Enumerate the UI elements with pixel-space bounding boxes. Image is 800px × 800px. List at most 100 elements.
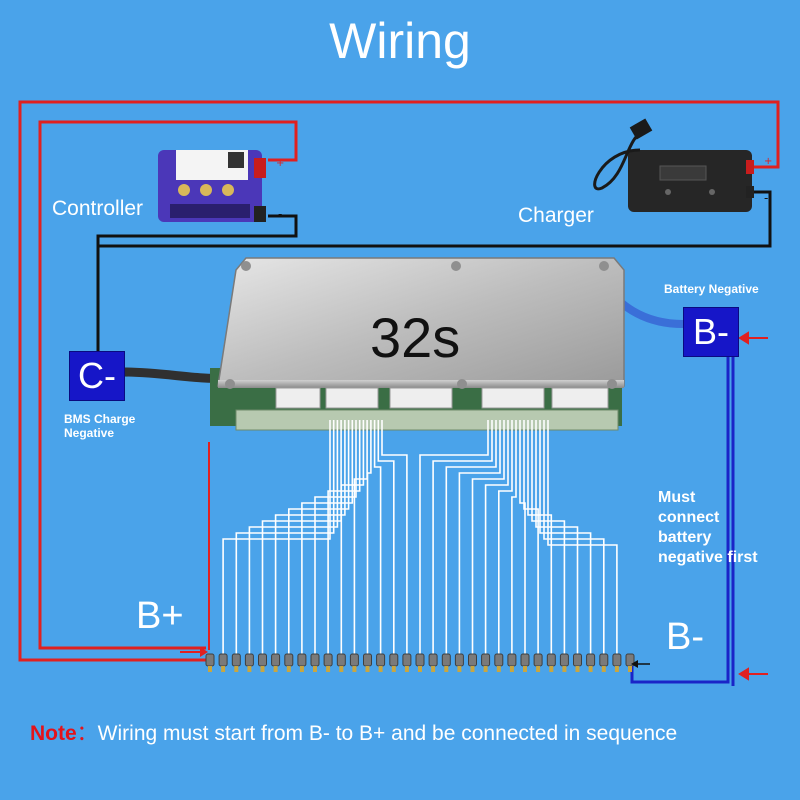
- cell-terminal-tab-29: [575, 666, 580, 672]
- cell-terminal-29: [573, 653, 582, 667]
- sense-wire-10: [327, 420, 361, 654]
- sense-wire-12: [353, 420, 368, 654]
- arrow-bneg-head: [738, 331, 749, 345]
- cell-terminal-tab-22: [483, 666, 488, 672]
- arrow-bminus-head: [738, 667, 749, 681]
- cell-terminal-tab-6: [273, 666, 278, 672]
- cell-terminal-tab-27: [549, 666, 554, 672]
- sense-wire-16: [381, 420, 408, 654]
- cell-terminal-32: [612, 653, 622, 667]
- sense-wire-2: [222, 420, 331, 654]
- sense-wire-31: [543, 420, 605, 654]
- bms-board: [210, 257, 625, 431]
- cell-terminal-14: [376, 653, 386, 667]
- sense-wire-15: [377, 420, 395, 654]
- cell-terminal-7: [284, 653, 294, 667]
- controller-neg-post: [254, 206, 266, 222]
- cell-terminal-tab-30: [588, 666, 593, 672]
- negative-first-note: Must connect battery negative first: [658, 489, 758, 566]
- cell-terminal-tab-16: [404, 666, 409, 672]
- sense-wire-21: [471, 420, 505, 654]
- bms-lower-pcb: [235, 409, 619, 431]
- note-text: Wiring must start from B- to B+ and be c…: [97, 722, 678, 745]
- charger-cord: [593, 130, 643, 191]
- sense-wire-32: [547, 420, 618, 654]
- bms-screw-2: [451, 261, 461, 271]
- bms-balance-connector-1: [275, 387, 321, 409]
- cell-terminal-tab-32: [614, 666, 619, 672]
- cell-terminal-19: [441, 653, 451, 667]
- sense-wire-4: [248, 420, 339, 654]
- cell-terminal-tab-24: [509, 666, 514, 672]
- bplus-arrow-head: [200, 647, 208, 657]
- controller-terminal-3: [222, 184, 234, 196]
- controller-connector: [170, 204, 250, 218]
- controller-minus-sign: -: [278, 207, 282, 221]
- cell-terminal-24: [507, 653, 517, 667]
- charger-minus-sign: -: [764, 191, 768, 205]
- bminus-arrow-head: [631, 660, 638, 668]
- charger-output-pos: [746, 160, 754, 174]
- cell-terminal-18: [428, 653, 438, 667]
- cell-terminal-10: [323, 653, 333, 667]
- cell-terminal-25: [520, 653, 530, 667]
- battery-negative-label: Battery Negative: [664, 282, 759, 296]
- cell-terminal-15: [389, 653, 399, 667]
- cell-terminal-tab-7: [286, 666, 291, 672]
- cell-terminal-6: [271, 653, 281, 667]
- sense-wire-18: [432, 420, 493, 654]
- cell-terminal-tab-25: [523, 666, 527, 672]
- wiring-note: Note：Wiring must start from B- to B+ and…: [30, 717, 677, 747]
- sense-wire-17: [419, 420, 489, 654]
- sense-wire-7: [287, 420, 350, 654]
- balance-sense-wires: [222, 420, 618, 654]
- page-title: Wiring: [329, 13, 471, 69]
- sense-wire-9: [314, 420, 357, 654]
- cell-terminal-8: [297, 653, 307, 667]
- sense-wire-13: [366, 420, 372, 654]
- bms-cell-count-label: 32s: [370, 306, 461, 369]
- bms-screw-3: [599, 261, 609, 271]
- bms-balance-connector-5: [551, 387, 609, 409]
- controller-terminal-1: [178, 184, 190, 196]
- cell-terminal-tab-28: [562, 666, 567, 672]
- cell-terminal-23: [494, 653, 504, 667]
- controller-label: Controller: [52, 197, 144, 220]
- cell-terminal-3: [231, 653, 241, 667]
- cell-terminal-31: [599, 653, 609, 667]
- sense-wire-23: [497, 420, 513, 654]
- bms-charge-negative-note-line1: BMS Charge: [64, 412, 136, 426]
- cell-terminal-tab-9: [313, 666, 317, 672]
- charger-plus-sign: +: [764, 156, 772, 167]
- charge-negative-box: C-: [69, 351, 125, 401]
- charger-body: [628, 150, 752, 212]
- note-prefix: Note: [30, 722, 77, 745]
- charger-led-2: [709, 189, 715, 195]
- battery-negative-box: B-: [683, 307, 739, 357]
- bms-balance-connector-2: [325, 387, 379, 409]
- bms-balance-connector-3: [389, 387, 453, 409]
- bms-screw-6: [607, 379, 617, 389]
- cell-terminal-5: [258, 653, 267, 667]
- controller-terminal-2: [200, 184, 212, 196]
- sense-wire-30: [539, 420, 592, 654]
- sense-wire-22: [484, 420, 509, 654]
- cell-terminal-tab-5: [260, 666, 265, 672]
- cell-terminal-tab-17: [418, 666, 422, 672]
- bms-screw-4: [225, 379, 235, 389]
- cell-terminal-tab-1: [208, 666, 212, 672]
- note-separator: ：: [76, 722, 98, 745]
- cell-terminal-21: [468, 653, 477, 667]
- cell-terminal-17: [415, 653, 425, 667]
- charger-device: + -: [593, 118, 772, 212]
- controller-plus-sign: +: [276, 158, 284, 169]
- charger-label: Charger: [518, 204, 594, 227]
- sense-wire-29: [535, 420, 579, 654]
- sense-wire-14: [373, 420, 382, 654]
- bms-screw-5: [457, 379, 467, 389]
- cell-terminal-4: [244, 653, 254, 667]
- cell-terminal-11: [336, 653, 346, 667]
- cell-terminal-28: [559, 653, 569, 667]
- charger-negative-wire: [98, 190, 772, 248]
